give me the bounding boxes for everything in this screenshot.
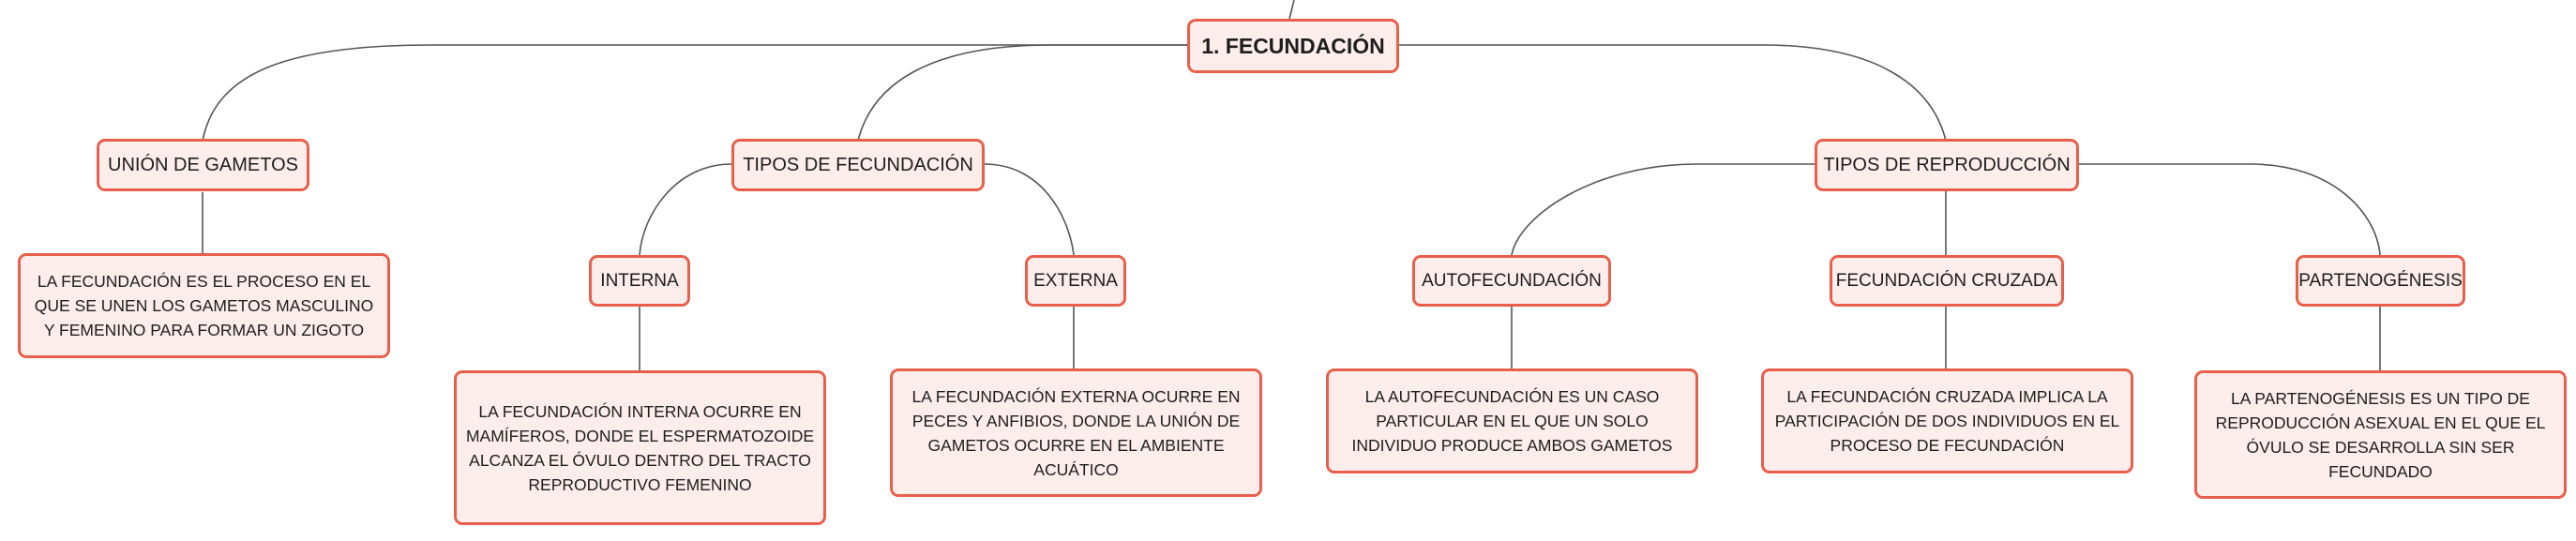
connector-root-parent	[1288, 0, 1295, 20]
desc-externa[interactable]: LA FECUNDACIÓN EXTERNA OCURRE EN PECES Y…	[890, 368, 1262, 497]
topic-union-gametos[interactable]: UNIÓN DE GAMETOS	[97, 139, 309, 191]
connector-rep-auto	[1511, 163, 1815, 256]
topic-tipos-reproduccion[interactable]: TIPOS DE REPRODUCCIÓN	[1815, 139, 2079, 191]
connector-root-union	[202, 44, 1189, 142]
connector-root-tipos-reproduccion	[1397, 44, 1947, 142]
desc-partenogenesis[interactable]: LA PARTENOGÉNESIS ES UN TIPO DE REPRODUC…	[2194, 370, 2567, 499]
topic-interna[interactable]: INTERNA	[589, 255, 690, 307]
topic-externa[interactable]: EXTERNA	[1025, 255, 1126, 307]
desc-fecundacion-cruzada[interactable]: LA FECUNDACIÓN CRUZADA IMPLICA LA PARTIC…	[1761, 368, 2133, 473]
connector-fec-externa	[984, 163, 1075, 256]
topic-autofecundacion[interactable]: AUTOFECUNDACIÓN	[1412, 255, 1611, 307]
desc-autofecundacion[interactable]: LA AUTOFECUNDACIÓN ES UN CASO PARTICULAR…	[1326, 368, 1698, 473]
desc-union-gametos[interactable]: LA FECUNDACIÓN ES EL PROCESO EN EL QUE S…	[18, 253, 390, 358]
desc-interna[interactable]: LA FECUNDACIÓN INTERNA OCURRE EN MAMÍFER…	[454, 370, 826, 525]
topic-partenogenesis[interactable]: PARTENOGÉNESIS	[2296, 255, 2465, 307]
connector-root-tipos-fecundacion	[857, 44, 1189, 142]
connector-rep-parteno	[2077, 163, 2381, 256]
root-topic[interactable]: 1. FECUNDACIÓN	[1187, 19, 1399, 73]
connector-fec-interna	[639, 163, 732, 256]
topic-tipos-fecundacion[interactable]: TIPOS DE FECUNDACIÓN	[731, 139, 985, 191]
topic-fecundacion-cruzada[interactable]: FECUNDACIÓN CRUZADA	[1830, 255, 2064, 307]
